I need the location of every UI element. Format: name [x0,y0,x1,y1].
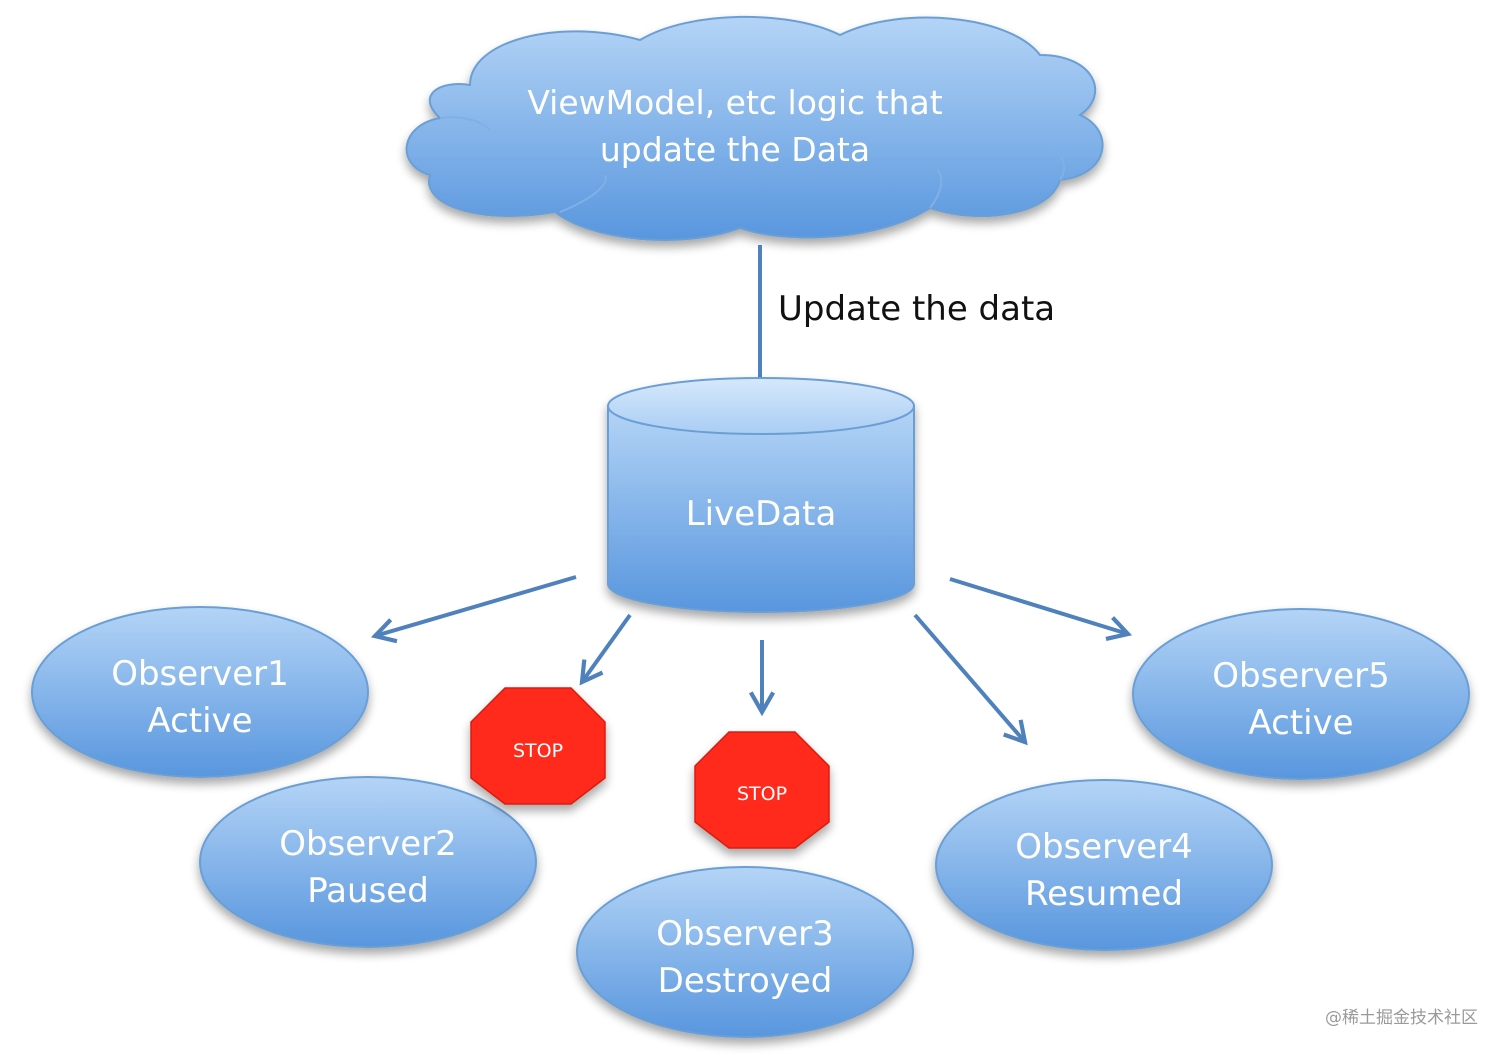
observer5-name: Observer5 [1212,656,1390,696]
observer1-node: Observer1 Active [31,606,369,778]
stop-sign-label: STOP [513,740,563,762]
livedata-cylinder: LiveData [607,377,915,613]
update-data-label: Update the data [778,289,1055,329]
observer4-node: Observer4 Resumed [935,779,1273,951]
observer1-state: Active [147,701,252,741]
observer3-name: Observer3 [656,914,834,954]
observer4-state: Resumed [1025,874,1183,914]
observer2-node: Observer2 Paused [199,776,537,948]
watermark: @稀土掘金技术社区 [1325,1008,1478,1028]
stop-sign-icon: STOP [694,731,830,849]
arrow-to-observer4 [913,613,1028,746]
observer2-state: Paused [307,871,429,911]
observer2-name: Observer2 [279,824,457,864]
stop-sign-label: STOP [737,783,787,805]
arrow-to-observer2 [579,613,632,686]
cloud-line-1: ViewModel, etc logic that [527,83,942,122]
arrow-to-observer1 [370,575,577,644]
observer1-name: Observer1 [111,654,289,694]
observer4-name: Observer4 [1015,827,1193,867]
viewmodel-cloud: ViewModel, etc logic that update the Dat… [405,15,1104,241]
observer5-state: Active [1248,703,1353,743]
observer3-state: Destroyed [658,961,833,1001]
stop-sign-icon: STOP [470,687,606,805]
observer3-node: Observer3 Destroyed [576,866,914,1038]
livedata-label: LiveData [686,494,837,534]
arrow-to-observer5 [949,577,1133,641]
cloud-line-2: update the Data [600,130,870,169]
observer5-node: Observer5 Active [1132,608,1470,780]
